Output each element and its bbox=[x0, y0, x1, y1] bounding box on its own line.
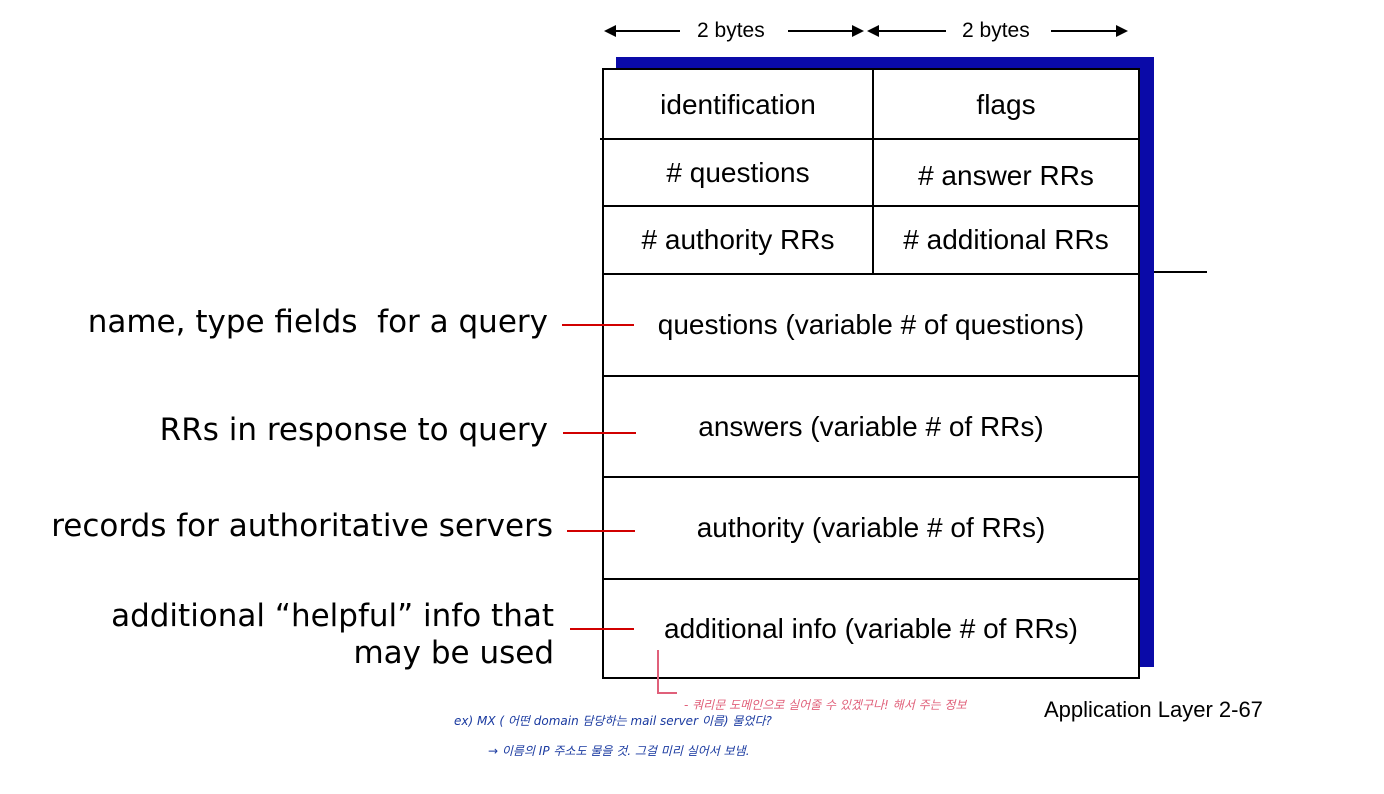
handwritten-note-pink: - 쿼리문 도메인으로 실어줄 수 있겠구나! 해서 주는 정보 bbox=[684, 698, 967, 712]
annotation-questions: name, type fields for a query bbox=[87, 304, 548, 340]
field-num-authority-rrs: # authority RRs bbox=[641, 224, 835, 255]
dns-message-table: identification flags # questions # answe… bbox=[600, 68, 1140, 679]
slide-footer: Application Layer 2-67 bbox=[1044, 697, 1263, 722]
field-identification: identification bbox=[660, 89, 816, 120]
annotation-additional: additional “helpful” info that may be us… bbox=[111, 598, 554, 671]
width-label-right: 2 bytes bbox=[962, 19, 1030, 42]
field-num-questions: # questions bbox=[666, 156, 810, 188]
field-num-answer-rrs: # answer RRs bbox=[918, 159, 1094, 191]
field-num-additional-rrs: # additional RRs bbox=[903, 224, 1109, 255]
section-questions: questions (variable # of questions) bbox=[657, 309, 1085, 340]
section-authority: authority (variable # of RRs) bbox=[696, 512, 1046, 543]
annotation-authority: records for authoritative servers bbox=[51, 508, 553, 544]
handwritten-note-blue-1: ex) MX ( 어떤 domain 담당하는 mail server 이름) … bbox=[454, 714, 772, 728]
field-flags: flags bbox=[976, 89, 1036, 120]
annotation-answers: RRs in response to query bbox=[159, 412, 548, 448]
section-answers: answers (variable # of RRs) bbox=[698, 410, 1044, 442]
handwritten-note-blue-2: → 이름의 IP 주소도 물을 것. 그걸 미리 실어서 보냄. bbox=[488, 744, 750, 758]
section-additional: additional info (variable # of RRs) bbox=[664, 612, 1078, 644]
width-label-left: 2 bytes bbox=[697, 19, 765, 42]
